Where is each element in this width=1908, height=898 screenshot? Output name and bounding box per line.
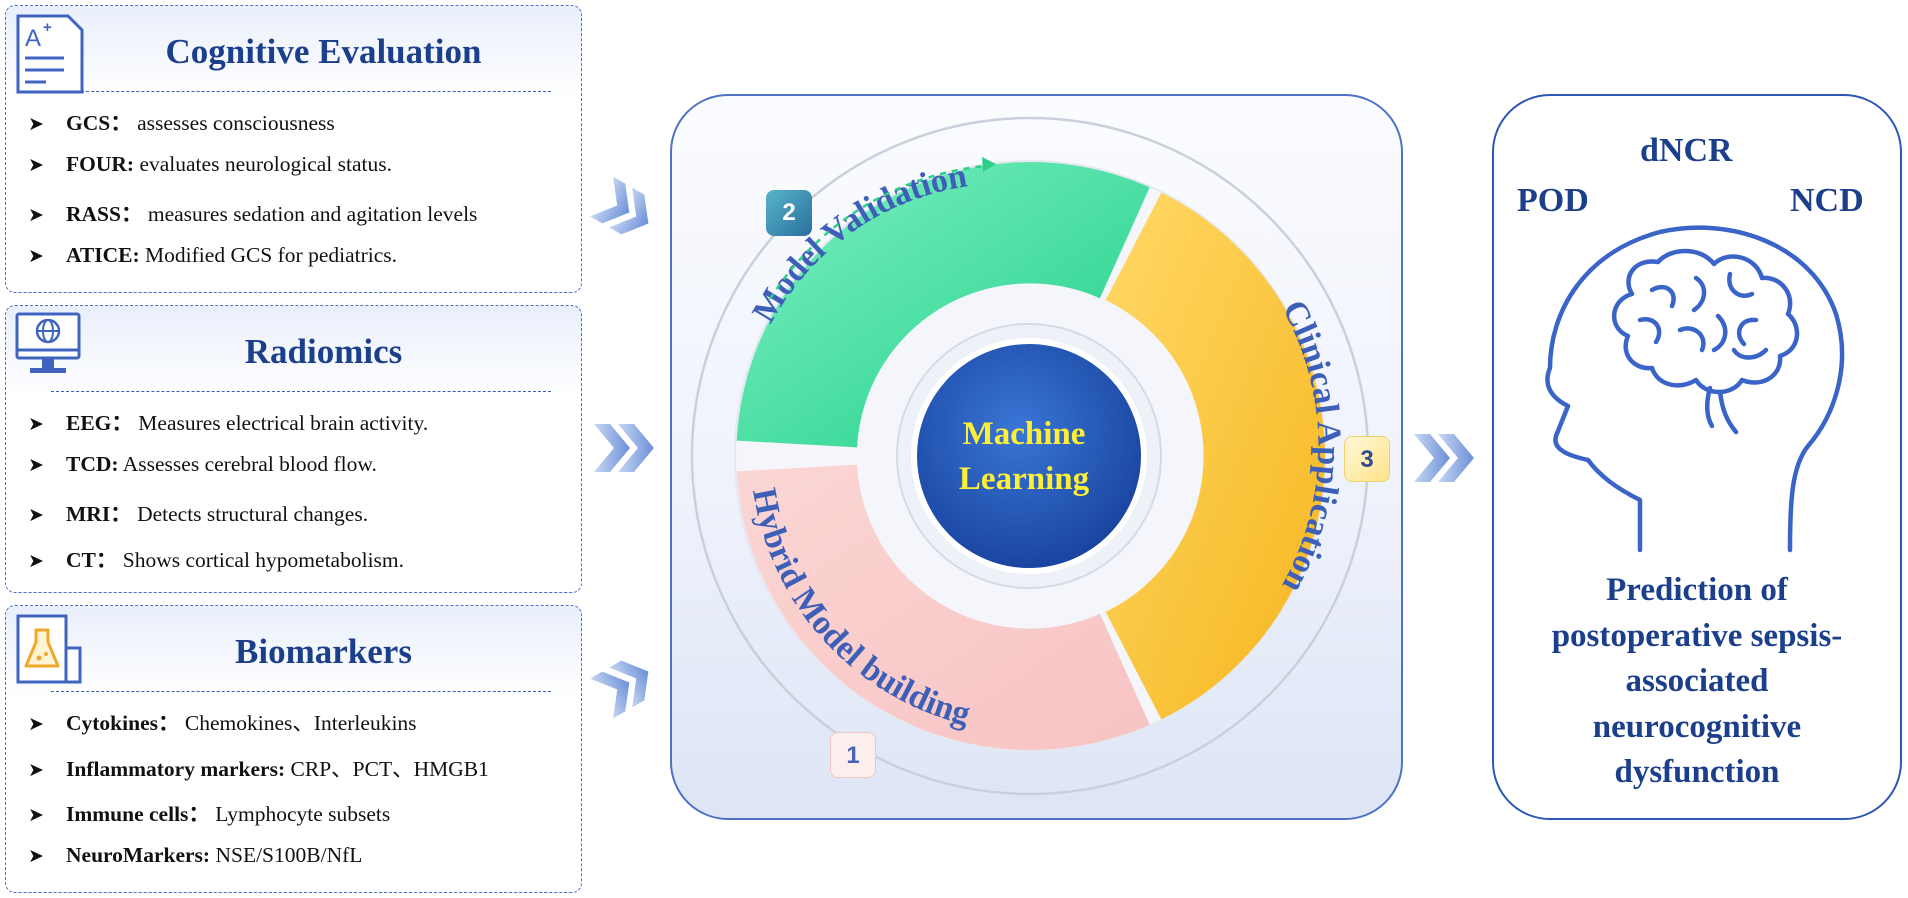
arrow-bullet-icon: ➤: [28, 505, 44, 526]
list-item: ➤MRI： Detects structural changes.: [28, 502, 369, 526]
arrow-bullet-icon: ➤: [28, 114, 44, 135]
svg-text:+: +: [43, 19, 52, 36]
list-item: ➤RASS： measures sedation and agitation l…: [28, 202, 478, 226]
machine-learning-label: Machine Learning: [925, 412, 1123, 502]
cognitive-evaluation-panel: A + Cognitive Evaluation ➤GCS： assesses …: [5, 5, 582, 293]
grade-letter: A: [25, 25, 41, 52]
item-list: ➤EEG： Measures electrical brain activity…: [28, 406, 428, 588]
list-item: ➤Cytokines： Chemokines、Interleukins: [28, 711, 417, 735]
flask-icon: [16, 614, 82, 684]
clinical-application-segment: [1105, 192, 1325, 720]
hybrid-model-building-segment: [736, 464, 1150, 750]
ml-cycle-diagram: Model Validation Clinical Application Hy…: [690, 116, 1370, 796]
arrow-head-icon: [982, 157, 996, 172]
arrow-bullet-icon: ➤: [28, 550, 44, 572]
head-brain-icon: [1545, 225, 1845, 553]
dncr-label: dNCR: [1640, 132, 1733, 169]
step-badge-3: 3: [1344, 436, 1390, 482]
divider: [51, 391, 551, 392]
prediction-line: neurocognitive: [1592, 708, 1802, 745]
panel-title: Radiomics: [244, 332, 403, 371]
item-list: ➤Cytokines： Chemokines、Interleukins ➤Inf…: [28, 706, 489, 888]
arrow-bullet-icon: ➤: [28, 205, 44, 226]
pod-label: POD: [1517, 182, 1589, 219]
list-item: ➤TCD: Assesses cerebral blood flow.: [28, 451, 377, 476]
item-list: ➤GCS： assesses consciousness ➤FOUR: eval…: [28, 106, 477, 288]
outcome-panel: [1492, 94, 1902, 820]
arrow-bullet-icon: ➤: [28, 845, 44, 867]
arrow-bullet-icon: ➤: [28, 454, 44, 476]
list-item: ➤ATICE: Modified GCS for pediatrics.: [28, 242, 398, 267]
arrow-bullet-icon: ➤: [28, 805, 44, 826]
list-item: ➤CT： Shows cortical hypometabolism.: [28, 547, 405, 572]
chevron-right-icon: [590, 660, 649, 719]
radiomics-panel: Radiomics ➤EEG： Measures electrical brai…: [5, 305, 582, 593]
list-item: ➤EEG： Measures electrical brain activity…: [28, 411, 429, 435]
chevron-right-icon: [1414, 434, 1474, 482]
chevron-right-icon: [590, 176, 649, 235]
arrow-bullet-icon: ➤: [28, 759, 44, 781]
arrow-bullet-icon: ➤: [28, 414, 44, 435]
grade-document-icon: A +: [16, 14, 84, 94]
list-item: ➤NeuroMarkers: NSE/S100B/NfL: [28, 842, 363, 867]
chevron-right-icon: [594, 424, 654, 472]
arrow-bullet-icon: ➤: [28, 714, 44, 735]
list-item: ➤GCS： assesses consciousness: [28, 111, 335, 135]
prediction-line: postoperative sepsis-: [1551, 617, 1843, 654]
biomarkers-panel: Biomarkers ➤Cytokines： Chemokines、Interl…: [5, 605, 582, 893]
divider: [51, 91, 551, 92]
computer-globe-icon: [15, 312, 81, 373]
model-validation-segment: [736, 162, 1150, 448]
prediction-text: Prediction of postoperative sepsis- asso…: [1492, 568, 1902, 796]
ml-line-1: Machine: [962, 416, 1086, 452]
prediction-line: Prediction of: [1606, 572, 1788, 608]
prediction-line: dysfunction: [1614, 754, 1780, 790]
machine-learning-core: [917, 344, 1141, 568]
arrow-bullet-icon: ➤: [28, 154, 44, 176]
ncd-label: NCD: [1790, 182, 1864, 219]
list-item: ➤Immune cells： Lymphocyte subsets: [28, 802, 391, 826]
step-badge-1: 1: [830, 732, 876, 778]
list-item: ➤Inflammatory markers: CRP、PCT、HMGB1: [28, 756, 489, 781]
list-item: ➤FOUR: evaluates neurological status.: [28, 151, 392, 176]
ml-line-2: Learning: [958, 461, 1090, 497]
step-badge-2: 2: [766, 190, 812, 236]
prediction-line: associated: [1625, 663, 1769, 699]
panel-title: Biomarkers: [235, 632, 412, 671]
panel-title: Cognitive Evaluation: [165, 32, 482, 71]
arrow-bullet-icon: ➤: [28, 245, 44, 267]
divider: [51, 691, 551, 692]
